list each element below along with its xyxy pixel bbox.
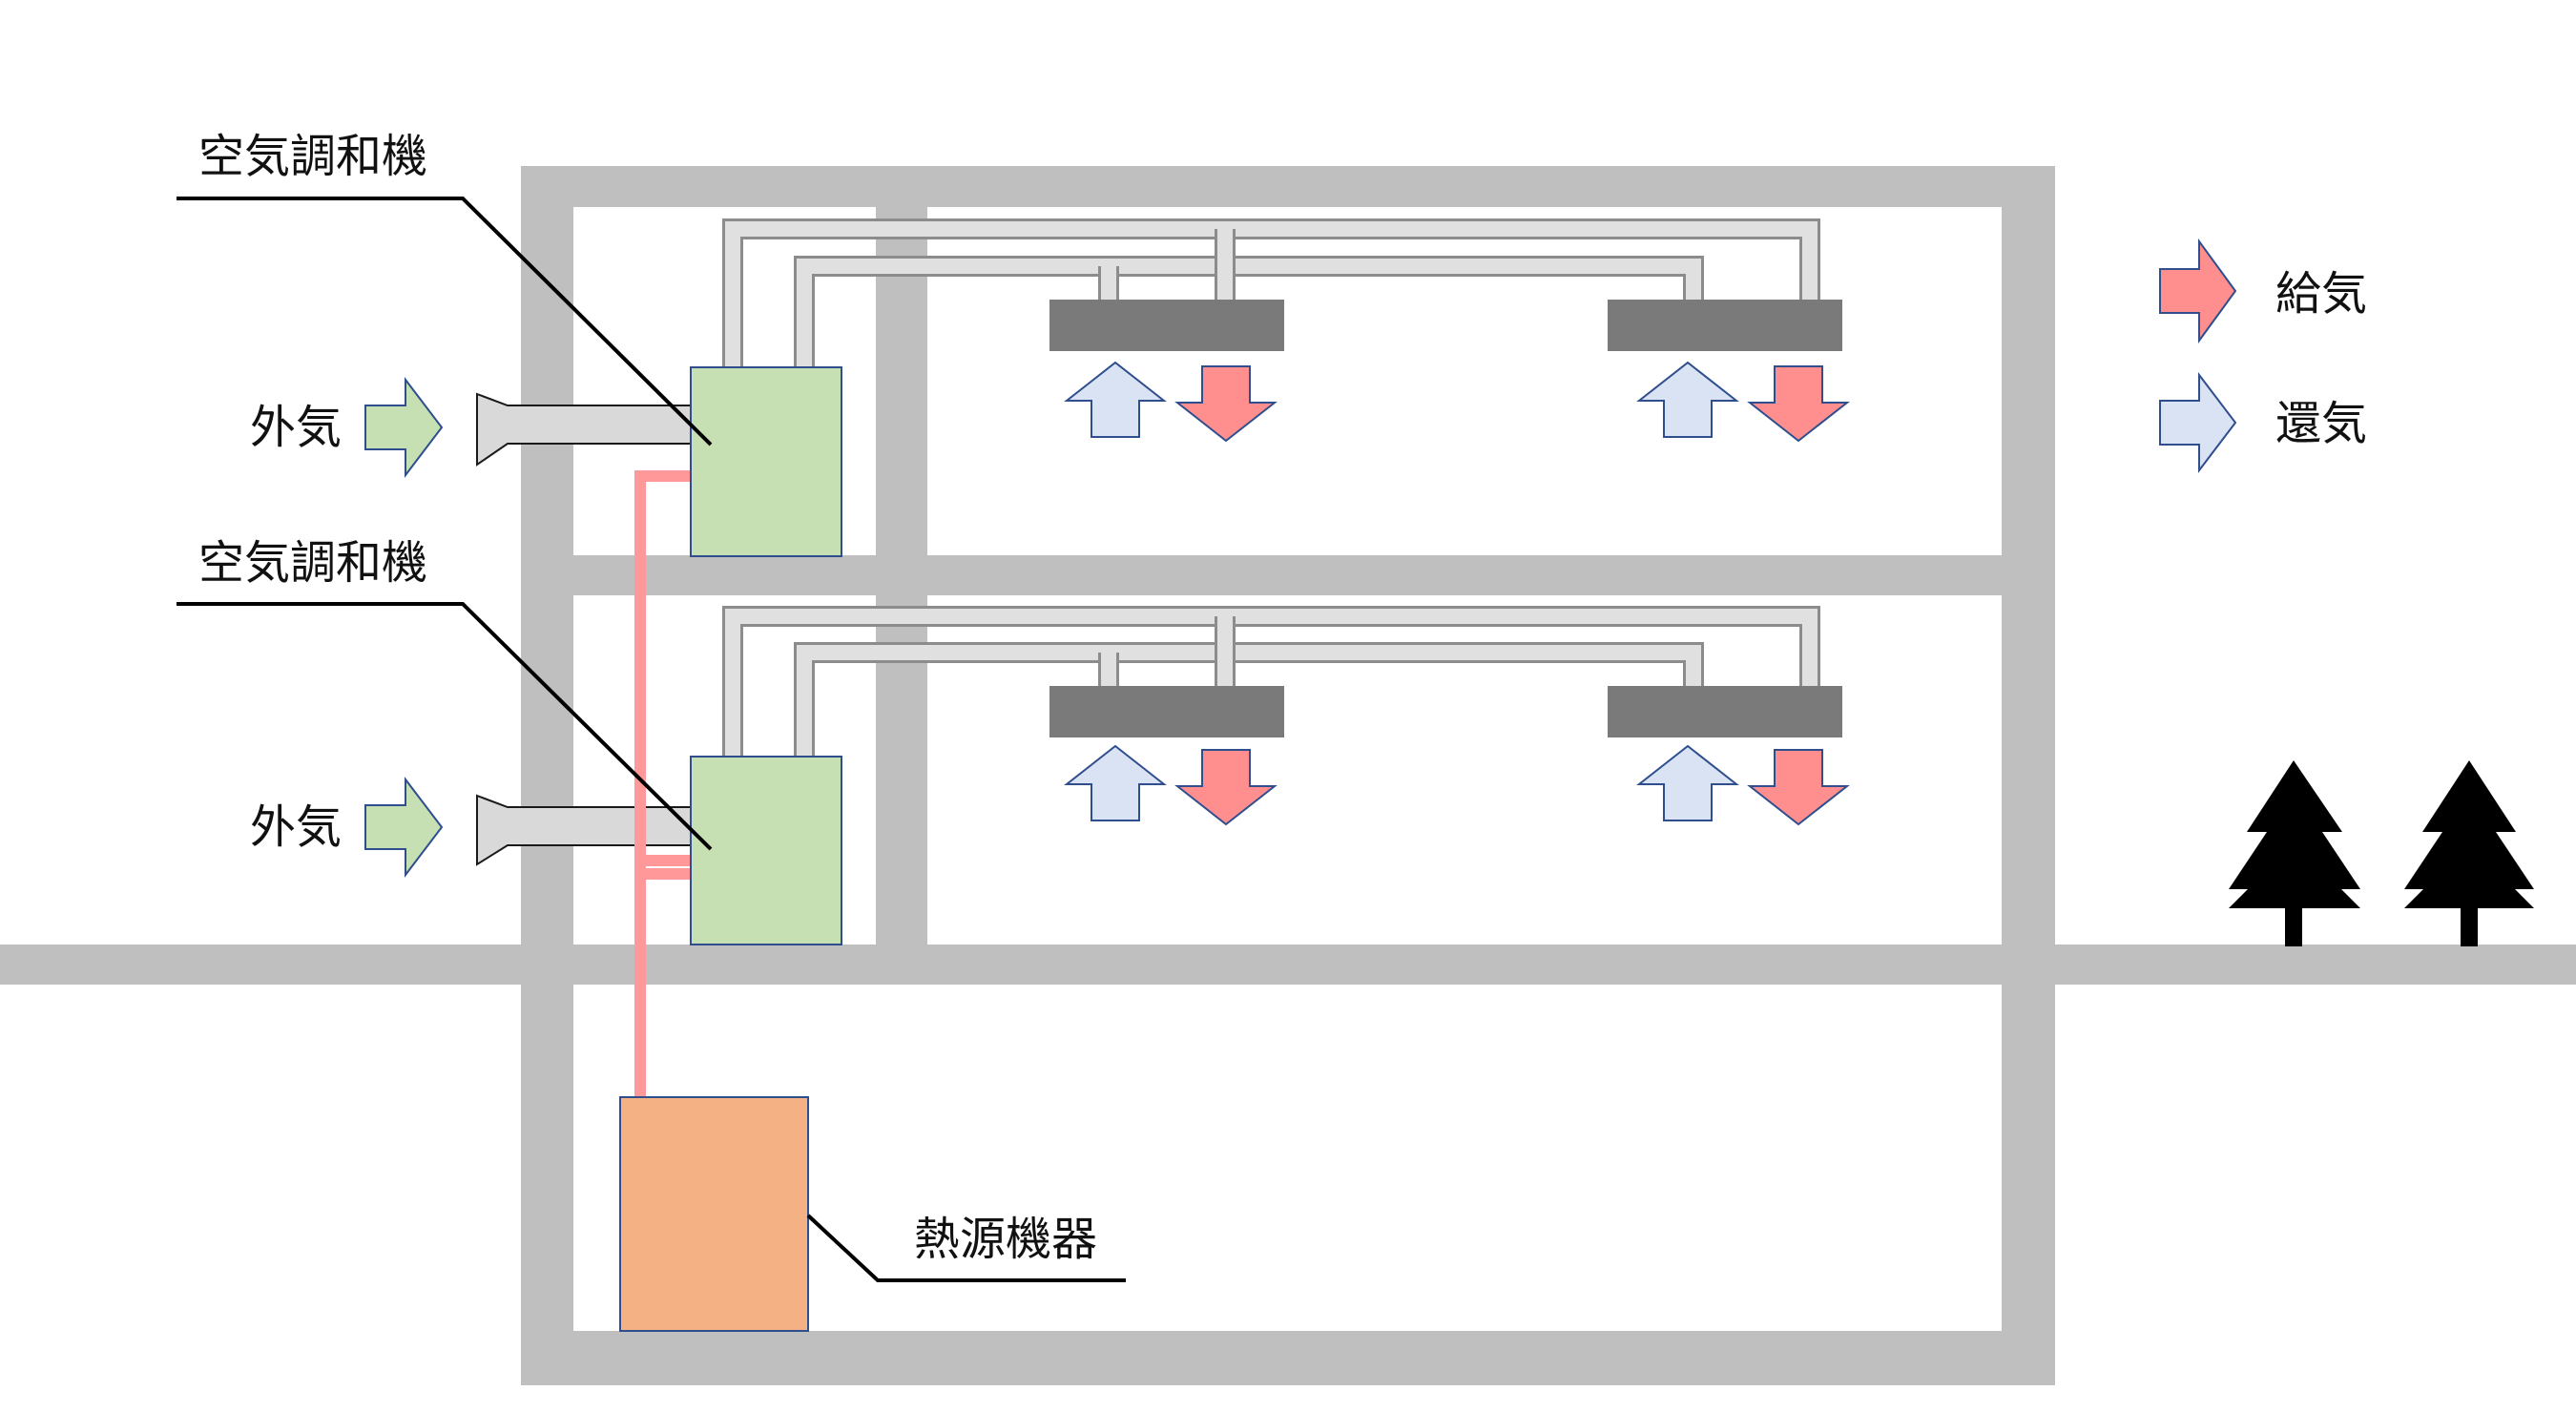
- building-right-wall: [2002, 166, 2055, 1385]
- upper-supply-arrow-right: [1747, 365, 1850, 443]
- heat-source-unit: [619, 1096, 809, 1332]
- tree-icon: [2229, 760, 2360, 946]
- upper-ahu-label: 空気調和機: [198, 130, 428, 183]
- lower-outside-air-label: 外気: [250, 800, 343, 854]
- building-left-wall: [521, 166, 573, 1385]
- legend-return-arrow: [2159, 372, 2237, 473]
- upper-return-arrow-left: [1064, 361, 1167, 438]
- building-roof: [521, 166, 2055, 207]
- lower-return-arrow-right: [1636, 744, 1739, 821]
- lower-ahu-leader-line: [177, 602, 713, 851]
- upper-outside-air-arrow: [364, 377, 444, 478]
- lower-intake-duct: [476, 794, 693, 866]
- lower-ahu-label: 空気調和機: [198, 536, 428, 590]
- lower-duct-inner: [794, 642, 1704, 757]
- upper-duct-inner: [794, 256, 1704, 367]
- lower-return-arrow-left: [1064, 744, 1167, 821]
- lower-supply-arrow-right: [1747, 749, 1850, 826]
- upper-outside-air-label: 外気: [250, 401, 343, 454]
- heat-source-label: 熱源機器: [914, 1213, 1098, 1266]
- lower-outside-air-arrow: [364, 777, 444, 878]
- ground-line: [0, 945, 2576, 985]
- upper-intake-duct: [476, 392, 693, 467]
- upper-diffuser-left: [1049, 300, 1284, 351]
- building-foundation: [521, 1331, 2055, 1385]
- upper-ahu-leader-line: [177, 197, 713, 446]
- heat-source-leader-line: [806, 1214, 1126, 1282]
- legend-supply-label: 給気: [2275, 267, 2368, 321]
- tree-icon: [2404, 760, 2534, 946]
- upper-air-handling-unit: [690, 366, 842, 557]
- upper-diffuser-right: [1608, 300, 1842, 351]
- floor-slab: [521, 555, 2055, 595]
- heat-source-piping: [634, 470, 691, 1097]
- upper-duct-outer: [722, 218, 1820, 367]
- legend-supply-arrow: [2159, 238, 2237, 344]
- upper-supply-arrow-left: [1174, 365, 1278, 443]
- lower-air-handling-unit: [690, 756, 842, 945]
- lower-diffuser-left: [1049, 686, 1284, 737]
- lower-diffuser-right: [1608, 686, 1842, 737]
- lower-supply-arrow-left: [1174, 749, 1278, 826]
- upper-return-arrow-right: [1636, 361, 1739, 438]
- legend-return-label: 還気: [2275, 397, 2368, 450]
- lower-duct-outer: [722, 606, 1820, 757]
- interior-column: [876, 207, 927, 967]
